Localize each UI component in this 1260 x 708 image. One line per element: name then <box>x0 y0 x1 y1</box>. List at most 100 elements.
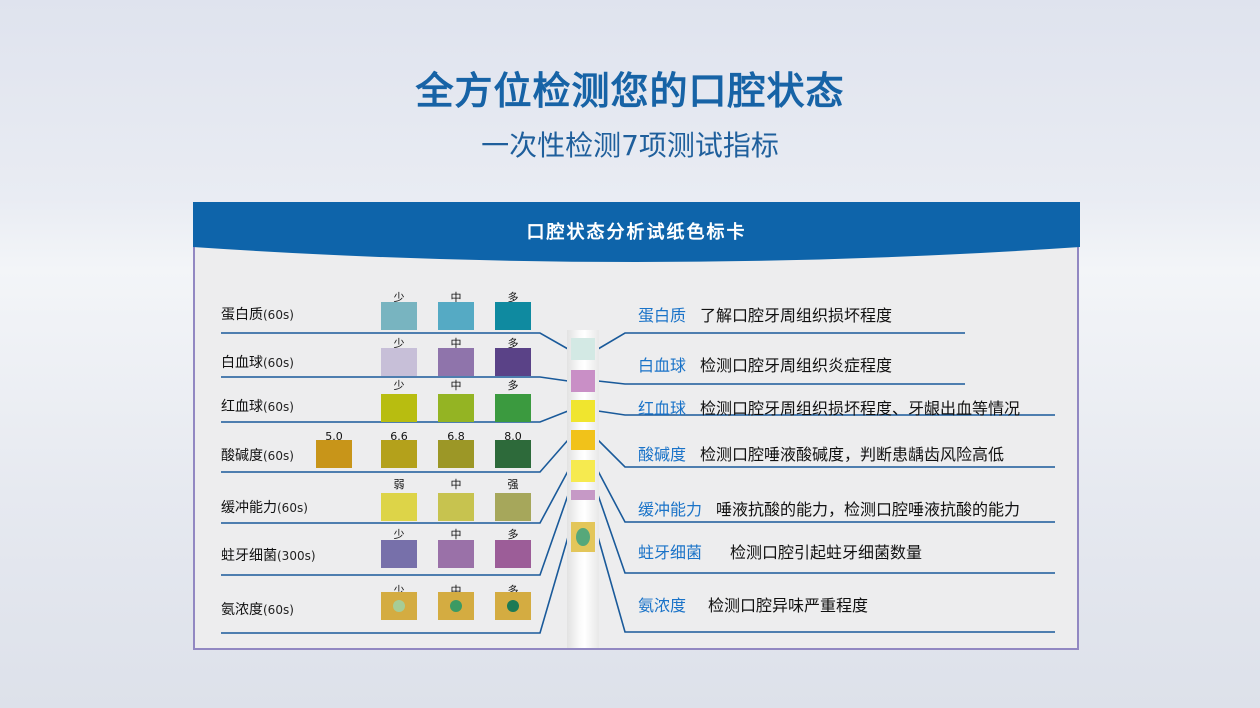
row-name: 氨浓度 <box>221 602 263 618</box>
color-swatch <box>495 540 531 568</box>
color-swatch <box>438 592 474 620</box>
indicator-description: 酸碱度检测口腔唾液酸碱度，判断患龋齿风险高低 <box>638 441 1004 465</box>
level-label: 多 <box>507 584 519 597</box>
row-label: 蛀牙细菌(300s) <box>221 545 316 565</box>
left-connector <box>221 494 569 576</box>
row-time: (60s) <box>263 400 294 414</box>
swatch-dot <box>393 600 405 612</box>
row-time: (60s) <box>263 449 294 463</box>
indicator-name: 红血球 <box>638 399 687 418</box>
indicator-name: 蛋白质 <box>638 306 687 325</box>
level-label: 多 <box>507 528 519 541</box>
indicator-text: 检测口腔引起蛀牙细菌数量 <box>730 543 923 562</box>
card-title: 口腔状态分析试纸色标卡 <box>526 222 747 243</box>
level-label: 少 <box>393 291 405 304</box>
row-name: 红血球 <box>221 399 263 415</box>
level-label: 6.6 <box>390 430 408 443</box>
color-swatch <box>316 440 352 468</box>
color-swatch <box>438 493 474 521</box>
indicator-name: 氨浓度 <box>638 596 687 615</box>
indicator-text: 检测口腔牙周组织炎症程度 <box>700 356 893 375</box>
row-name: 酸碱度 <box>221 448 263 464</box>
level-label: 8.0 <box>504 430 522 443</box>
indicator-description: 蛀牙细菌 检测口腔引起蛀牙细菌数量 <box>638 539 922 563</box>
strip-pad <box>571 370 595 392</box>
row-name: 白血球 <box>221 355 263 371</box>
row-time: (60s) <box>263 356 294 370</box>
right-connector <box>597 410 1055 416</box>
indicator-text: 了解口腔牙周组织损坏程度 <box>700 306 893 325</box>
level-label: 多 <box>507 337 519 350</box>
level-label: 强 <box>507 478 519 491</box>
level-label: 中 <box>450 379 462 392</box>
level-label: 少 <box>393 528 405 541</box>
row-time: (60s) <box>277 501 308 515</box>
indicator-name: 酸碱度 <box>638 445 687 464</box>
level-label: 中 <box>450 528 462 541</box>
color-swatch <box>381 302 417 330</box>
page-subtitle: 一次性检测7项测试指标 <box>481 129 779 162</box>
color-swatch <box>438 348 474 376</box>
strip-pad-dot <box>576 528 590 546</box>
row-time: (60s) <box>263 603 294 617</box>
right-connector <box>597 470 1055 523</box>
row-time: (60s) <box>263 308 294 322</box>
left-connector <box>221 410 569 423</box>
indicator-text: 检测口腔异味严重程度 <box>708 596 869 615</box>
color-swatch <box>495 440 531 468</box>
indicator-name: 蛀牙细菌 <box>638 543 703 562</box>
level-label: 6.8 <box>447 430 465 443</box>
row-name: 蛋白质 <box>221 307 263 323</box>
indicator-description: 红血球检测口腔牙周组织损坏程度、牙龈出血等情况 <box>638 395 1020 419</box>
swatch-dot <box>450 600 462 612</box>
strip-pad <box>571 522 595 552</box>
indicator-description: 白血球检测口腔牙周组织炎症程度 <box>638 352 892 376</box>
indicator-description: 缓冲能力唾液抗酸的能力，检测口腔唾液抗酸的能力 <box>638 496 1020 520</box>
level-label: 5.0 <box>325 430 343 443</box>
color-swatch <box>381 348 417 376</box>
indicator-text: 唾液抗酸的能力，检测口腔唾液抗酸的能力 <box>716 500 1021 519</box>
indicator-name: 白血球 <box>638 356 687 375</box>
level-label: 少 <box>393 584 405 597</box>
strip-pad <box>571 490 595 500</box>
color-swatch <box>495 592 531 620</box>
strip-pad <box>571 460 595 482</box>
right-connector <box>597 439 1055 468</box>
row-name: 缓冲能力 <box>221 500 277 516</box>
card-header-banner <box>193 202 1080 262</box>
color-swatch <box>438 302 474 330</box>
level-label: 多 <box>507 379 519 392</box>
color-swatch <box>438 540 474 568</box>
row-label: 氨浓度(60s) <box>221 599 294 619</box>
strip-pad <box>571 338 595 360</box>
right-connector <box>597 536 1055 633</box>
row-name: 蛀牙细菌 <box>221 548 277 564</box>
color-swatch <box>495 394 531 422</box>
level-label: 多 <box>507 291 519 304</box>
row-label: 红血球(60s) <box>221 396 294 416</box>
left-connector <box>221 376 569 382</box>
indicator-description: 氨浓度 检测口腔异味严重程度 <box>638 592 868 616</box>
color-swatch <box>381 540 417 568</box>
page-title: 全方位检测您的口腔状态 <box>415 69 845 113</box>
color-swatch <box>438 394 474 422</box>
color-swatch <box>495 348 531 376</box>
strip-pad <box>571 400 595 422</box>
left-connector <box>221 332 569 350</box>
row-label: 蛋白质(60s) <box>221 304 294 324</box>
right-connector <box>597 494 1055 574</box>
level-label: 中 <box>450 337 462 350</box>
indicator-text: 检测口腔唾液酸碱度，判断患龋齿风险高低 <box>700 445 1005 464</box>
row-label: 缓冲能力(60s) <box>221 497 308 517</box>
color-swatch <box>381 493 417 521</box>
right-connector <box>597 332 965 350</box>
strip-pad <box>571 430 595 450</box>
color-swatch <box>495 302 531 330</box>
left-connector <box>221 439 569 473</box>
swatch-dot <box>507 600 519 612</box>
level-label: 中 <box>450 291 462 304</box>
color-swatch <box>495 493 531 521</box>
level-label: 少 <box>393 379 405 392</box>
card-header: 口腔状态分析试纸色标卡 <box>193 202 1080 268</box>
